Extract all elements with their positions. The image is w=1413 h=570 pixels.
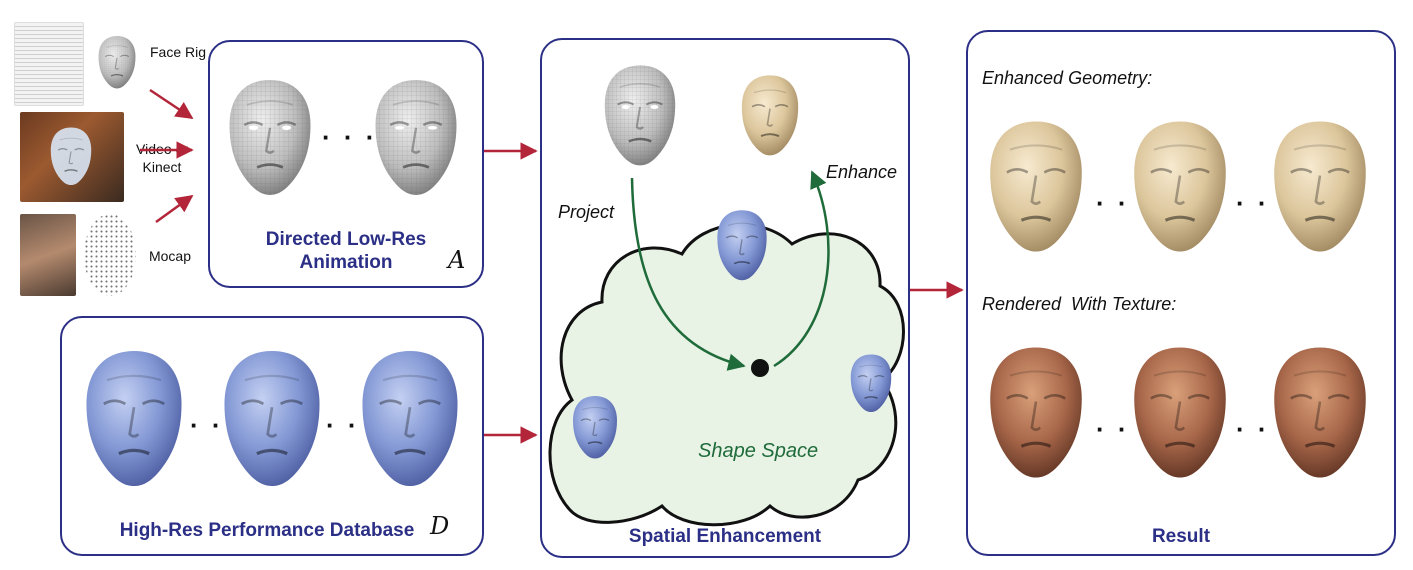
shape-space-face-right (848, 342, 894, 424)
textured-face-1 (984, 330, 1088, 494)
shape-space-label: Shape Space (698, 440, 819, 462)
enhanced-geometry-label: Enhanced Geometry: (982, 68, 1153, 88)
shape-space-diagram (548, 170, 905, 527)
spatial-enhancement-panel: Project Enhance Shape Space Spatial Enha… (540, 38, 910, 558)
ellipsis-dots: · · · (322, 122, 378, 152)
enhance-arrow (773, 170, 830, 368)
wireframe-head-2 (370, 62, 462, 212)
result-title: Result (1151, 526, 1211, 547)
database-panel: · · · · · · High-Res Performance Databas… (60, 316, 484, 556)
enhanced-face-2 (1128, 104, 1232, 268)
face-rig-label: Face Rig (149, 44, 207, 60)
database-face-1 (80, 338, 188, 498)
face-rig-sliders-thumbnail (14, 22, 84, 106)
spatial-wireframe-head (600, 50, 680, 180)
spatial-enhanced-head (738, 60, 802, 170)
project-arrow (630, 177, 746, 371)
shape-space-face-left (570, 384, 620, 470)
shape-space-face-top (714, 200, 770, 290)
enhance-label: Enhance (826, 162, 898, 182)
textured-face-3 (1268, 330, 1372, 494)
mocap-markers-thumbnail (84, 214, 136, 296)
animation-symbol: A (448, 246, 466, 274)
wireframe-head-1 (224, 62, 316, 212)
shape-space-cloud (548, 223, 905, 527)
database-symbol: D (430, 512, 450, 540)
low-res-animation-panel: · · · Directed Low-Res Animation A (208, 40, 484, 288)
database-title: High-Res Performance Database (119, 520, 415, 541)
database-face-3 (356, 338, 464, 498)
rendered-texture-label: Rendered With Texture: (982, 294, 1177, 314)
projected-point (751, 359, 769, 377)
mocap-label: Mocap (148, 248, 192, 264)
mocap-arrow (155, 194, 194, 224)
result-panel: Enhanced Geometry: · · · · · · Rendered … (966, 30, 1396, 556)
enhanced-face-1 (984, 104, 1088, 268)
mocap-photo-thumbnail (20, 214, 76, 296)
face-rig-arrow (149, 88, 194, 120)
textured-face-2 (1128, 330, 1232, 494)
low-res-animation-title: Directed Low-Res Animation (265, 229, 427, 273)
database-face-2 (218, 338, 326, 498)
enhanced-face-3 (1268, 104, 1372, 268)
project-label: Project (558, 202, 615, 222)
spatial-enhancement-title: Spatial Enhancement (628, 526, 822, 547)
